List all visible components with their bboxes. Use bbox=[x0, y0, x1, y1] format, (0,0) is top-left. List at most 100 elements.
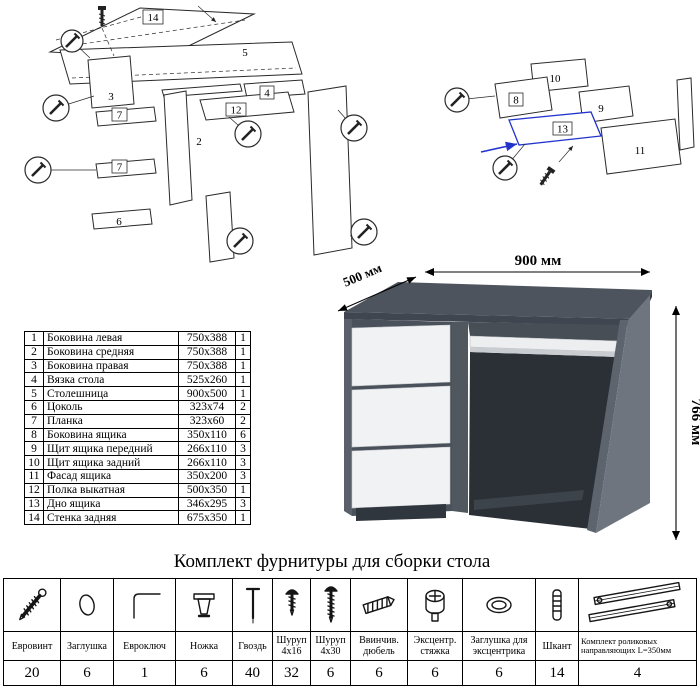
hardware-labels-row: Евровинт Заглушка Евроключ Ножка Гвоздь … bbox=[3, 631, 697, 661]
nail-icon bbox=[245, 587, 260, 624]
part-label-8: 8 bbox=[513, 95, 519, 107]
part-qty: 2 bbox=[235, 399, 251, 415]
part-label-7b: 7 bbox=[117, 162, 123, 174]
hardware-icons-row bbox=[3, 578, 697, 632]
hardware-qty: 32 bbox=[272, 660, 311, 686]
part-qty: 3 bbox=[235, 468, 251, 484]
hardware-qty: 40 bbox=[232, 660, 273, 686]
desk-render: 900 мм 500 мм 766 мм bbox=[337, 253, 700, 540]
part-size: 900x500 bbox=[178, 386, 236, 401]
part-label-5: 5 bbox=[242, 47, 248, 59]
hardware-qty: 1 bbox=[113, 660, 176, 686]
hardware-label: Заглушка bbox=[60, 631, 114, 661]
part-label-3: 3 bbox=[108, 91, 114, 103]
hardware-qty: 6 bbox=[350, 660, 408, 686]
part-size: 266x110 bbox=[178, 455, 236, 470]
pullout-shelf-12-shape bbox=[199, 91, 295, 121]
hardware-qty: 6 bbox=[407, 660, 463, 686]
part-label-14: 14 bbox=[148, 12, 160, 24]
leg-icon bbox=[193, 593, 215, 618]
hardware-label: Заглушка для эксцентрика bbox=[462, 631, 536, 661]
part-qty: 1 bbox=[235, 482, 251, 498]
drawer-front-3 bbox=[351, 446, 451, 509]
right-side-panel bbox=[587, 295, 650, 533]
part-name: Стенка задняя bbox=[43, 510, 179, 526]
plinth-6-shape bbox=[91, 208, 153, 230]
part-name: Щит ящика задний bbox=[43, 455, 179, 470]
part-name: Фасад ящика bbox=[43, 468, 179, 484]
hardware-label: Шуруп 4х30 bbox=[310, 631, 351, 661]
part-number: 14 bbox=[24, 510, 44, 526]
hardware-label: Евровинт bbox=[3, 631, 61, 661]
screw-short-icon bbox=[284, 589, 299, 616]
bottom-groove-arrow bbox=[480, 141, 518, 153]
part-label-12: 12 bbox=[231, 105, 242, 117]
part-name: Дно ящика bbox=[43, 496, 179, 512]
part-size: 525x260 bbox=[178, 372, 236, 388]
hardware-table: Евровинт Заглушка Евроключ Ножка Гвоздь … bbox=[3, 578, 697, 686]
part-name: Боковина левая bbox=[43, 331, 179, 346]
part-size: 750x388 bbox=[178, 358, 236, 374]
part-label-13: 13 bbox=[557, 124, 569, 136]
part-qty: 1 bbox=[235, 344, 251, 360]
hex-key-icon bbox=[132, 593, 161, 619]
cam-lock-icon bbox=[425, 589, 445, 622]
part-name: Планка bbox=[43, 413, 179, 429]
part-qty: 1 bbox=[235, 372, 251, 388]
plinth bbox=[356, 504, 446, 521]
hardware-qty-row: 20 6 1 6 40 32 6 6 6 6 14 4 bbox=[3, 660, 697, 686]
drawer-front-1 bbox=[351, 324, 451, 387]
part-name: Цоколь bbox=[43, 399, 179, 415]
hardware-qty: 6 bbox=[175, 660, 233, 686]
part-label-6: 6 bbox=[116, 216, 122, 228]
part-qty: 6 bbox=[235, 427, 251, 443]
drawer-panel-shape bbox=[676, 77, 695, 151]
part-size: 750x388 bbox=[178, 331, 236, 346]
part-label-7a: 7 bbox=[117, 110, 123, 122]
hardware-qty: 4 bbox=[578, 660, 697, 686]
dim-depth-label: 500 мм bbox=[341, 260, 384, 290]
hardware-qty: 6 bbox=[60, 660, 114, 686]
part-size: 323x74 bbox=[178, 399, 236, 415]
lower-panel-shape bbox=[205, 191, 235, 263]
exploded-diagram-drawer: 8 10 9 13 11 bbox=[444, 58, 695, 189]
hardware-qty: 6 bbox=[310, 660, 351, 686]
hardware-qty: 14 bbox=[535, 660, 579, 686]
part-labels: 8 10 9 13 11 bbox=[508, 73, 645, 157]
pointer-arrow bbox=[197, 5, 217, 23]
part-number: 6 bbox=[24, 399, 44, 415]
part-name: Вязка стола bbox=[43, 372, 179, 388]
hardware-label: Ввинчив. дюбель bbox=[350, 631, 408, 661]
hardware-label: Шкант bbox=[535, 631, 579, 661]
hardware-label: Шуруп 4х16 bbox=[272, 631, 311, 661]
middle-panel-edge bbox=[452, 322, 468, 513]
part-number: 8 bbox=[24, 427, 44, 443]
part-size: 500x350 bbox=[178, 482, 236, 498]
part-number: 1 bbox=[24, 331, 44, 346]
part-size: 350x200 bbox=[178, 468, 236, 484]
part-label-10: 10 bbox=[550, 73, 562, 85]
part-number: 12 bbox=[24, 482, 44, 498]
exploded-diagram-desk: 14 5 3 7 7 6 2 12 4 bbox=[24, 4, 378, 263]
part-name: Боковина ящика bbox=[43, 427, 179, 443]
drawer-front-11-shape bbox=[600, 118, 682, 175]
part-size: 675x350 bbox=[178, 510, 236, 526]
hardware-qty: 6 bbox=[462, 660, 536, 686]
part-name: Боковина правая bbox=[43, 358, 179, 374]
fastener-callouts bbox=[444, 87, 574, 189]
right-side-panel-shape bbox=[307, 85, 353, 256]
dimension-width: 900 мм bbox=[425, 253, 650, 276]
part-size: 346x295 bbox=[178, 496, 236, 512]
part-number: 10 bbox=[24, 455, 44, 470]
part-name: Полка выкатная bbox=[43, 482, 179, 498]
part-name: Боковина средняя bbox=[43, 344, 179, 360]
part-label-2: 2 bbox=[196, 136, 202, 148]
